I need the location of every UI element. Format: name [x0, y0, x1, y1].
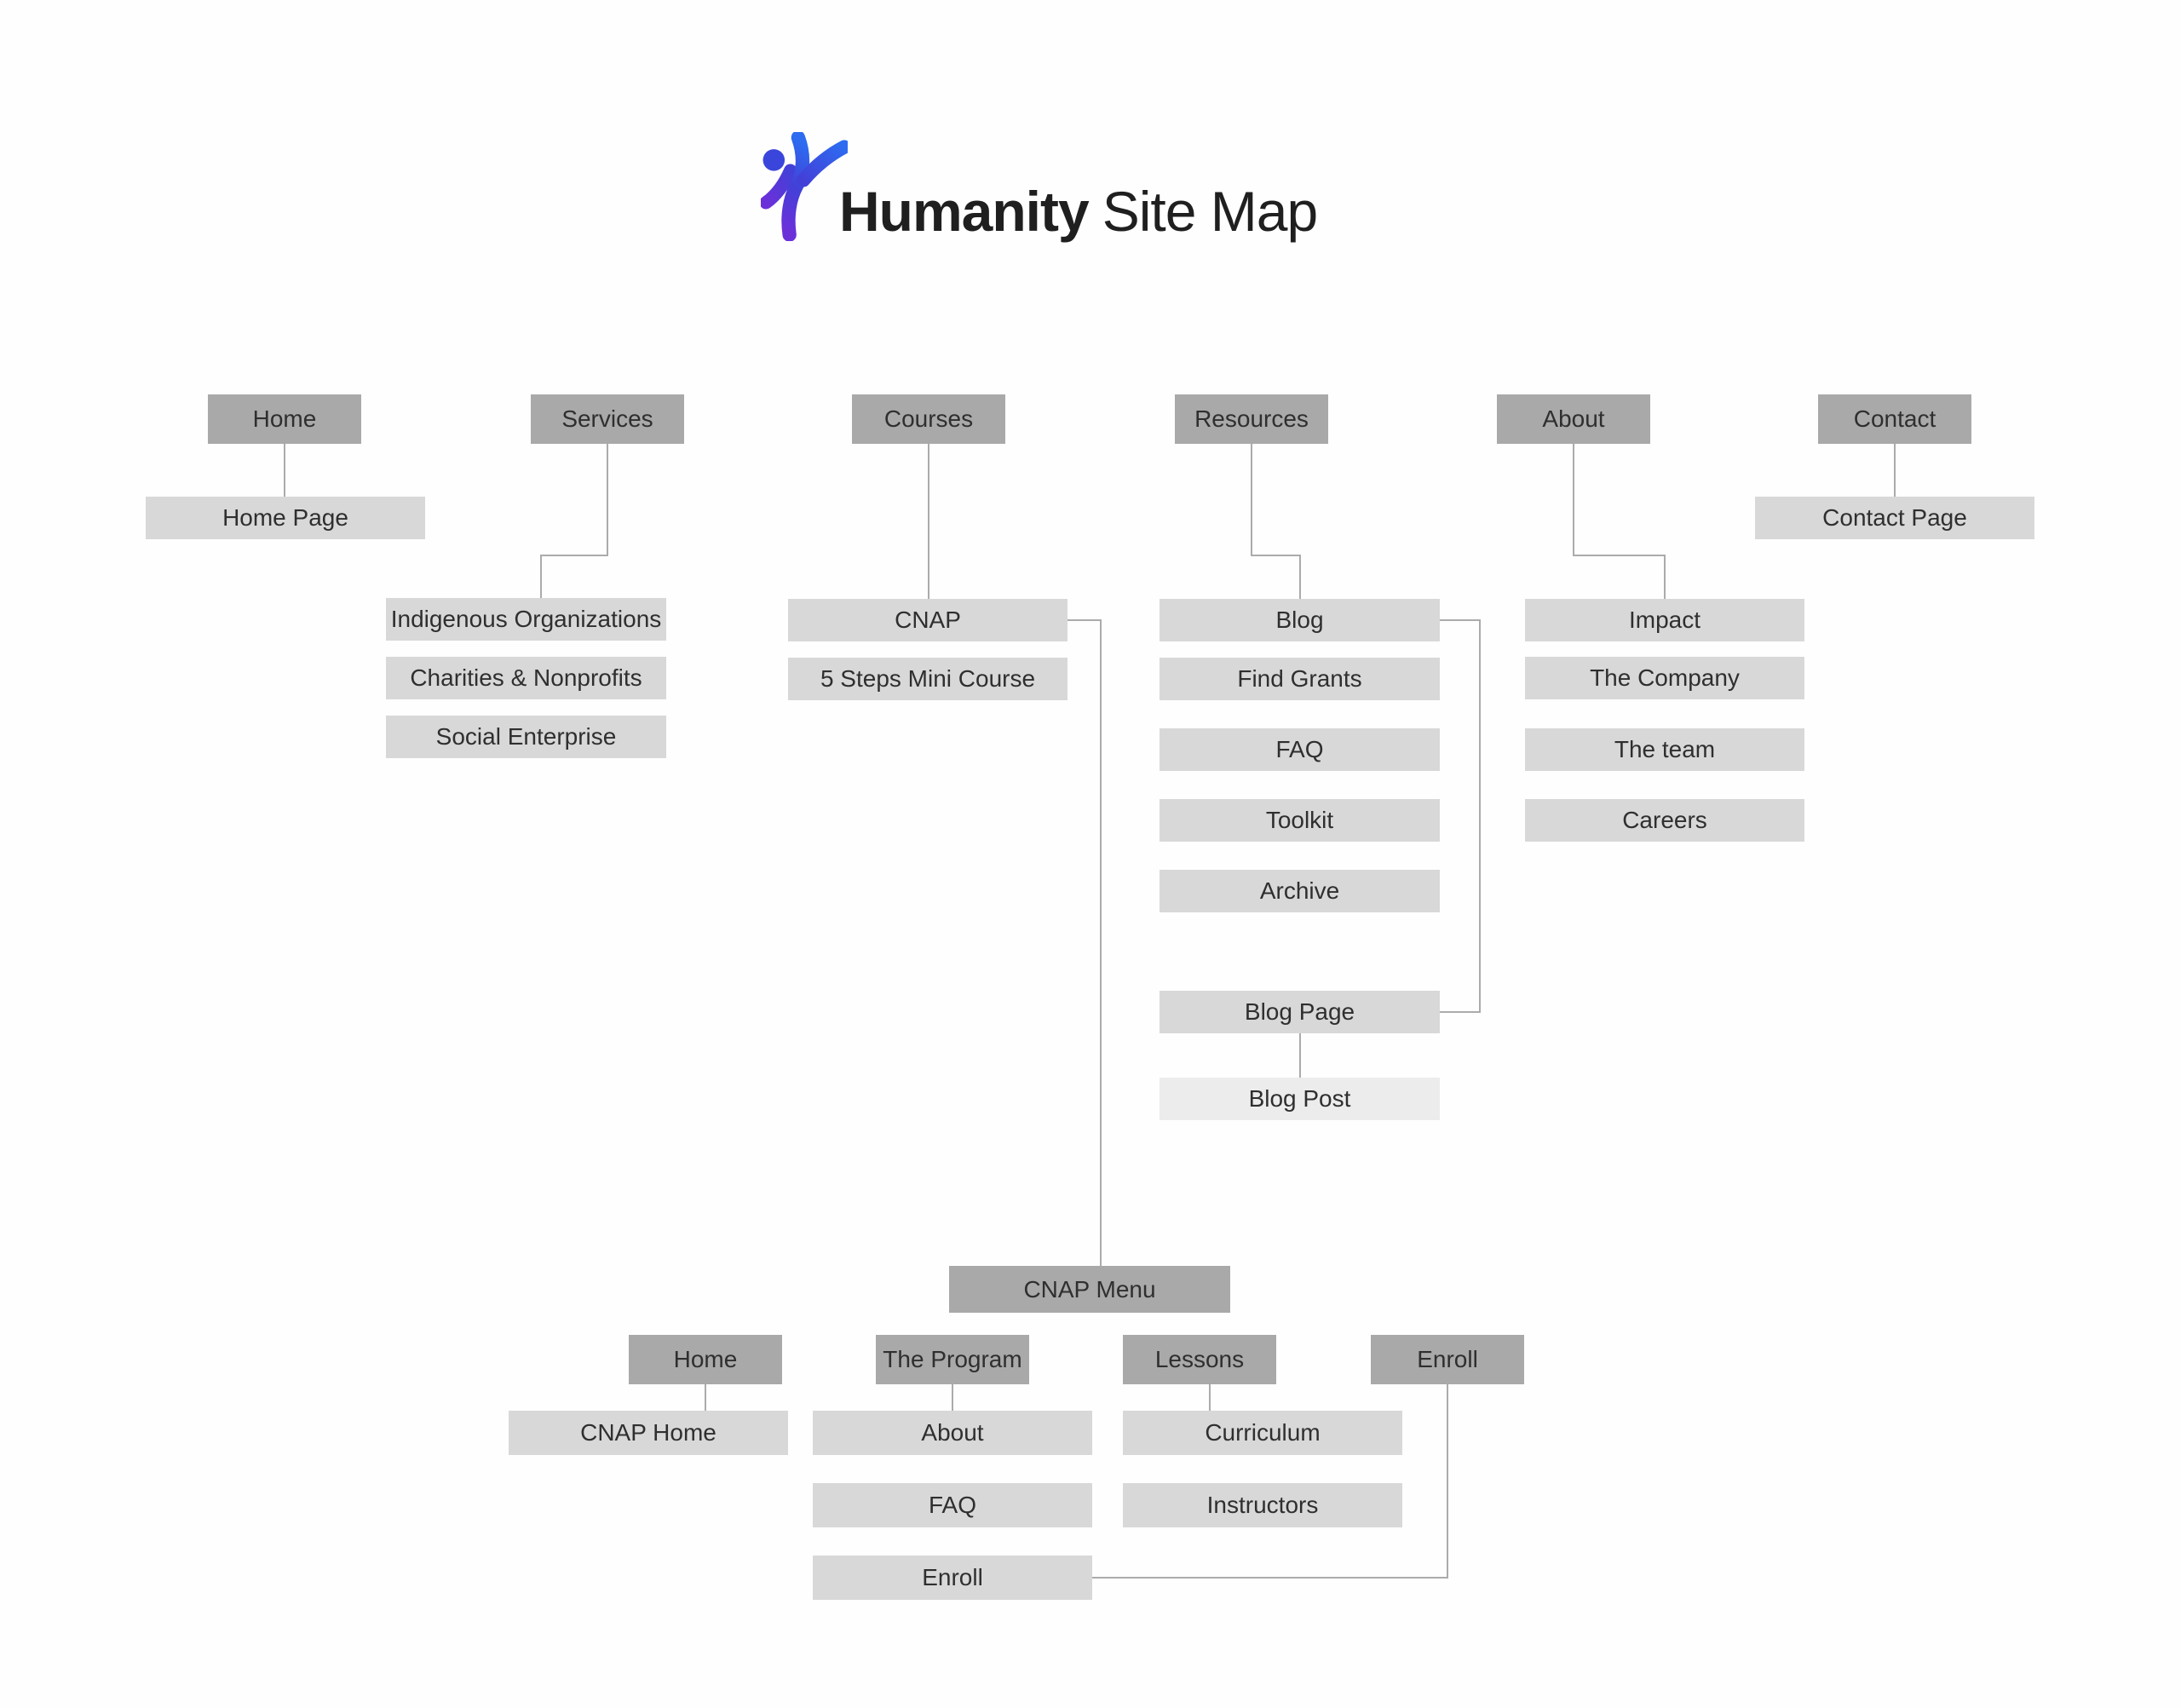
connector-cnap-cnap-menu	[1067, 619, 1102, 1266]
node-social-enterprise: Social Enterprise	[386, 716, 666, 758]
node-indigenous-organizations: Indigenous Organizations	[386, 598, 666, 641]
node-menu-enroll: Enroll	[1371, 1335, 1524, 1384]
humanity-logo	[761, 132, 848, 241]
node-five-steps-mini-course: 5 Steps Mini Course	[788, 658, 1067, 700]
page-title-brand: Humanity	[839, 180, 1090, 243]
node-blog-page: Blog Page	[1160, 991, 1440, 1033]
connector-services-indigenous	[540, 444, 608, 598]
node-about: About	[1497, 394, 1650, 444]
node-program-faq: FAQ	[813, 1483, 1092, 1527]
connector-about-impact	[1573, 444, 1666, 599]
node-instructors: Instructors	[1123, 1483, 1402, 1527]
node-impact: Impact	[1525, 599, 1804, 641]
node-blog-post: Blog Post	[1160, 1078, 1440, 1120]
node-curriculum: Curriculum	[1123, 1411, 1402, 1455]
logo-right-arm	[796, 140, 848, 187]
node-services: Services	[531, 394, 684, 444]
node-courses: Courses	[852, 394, 1005, 444]
node-blog: Blog	[1160, 599, 1440, 641]
node-find-grants: Find Grants	[1160, 658, 1440, 700]
node-menu-lessons: Lessons	[1123, 1335, 1276, 1384]
logo-torso-leg	[781, 132, 810, 241]
node-cnap-menu: CNAP Menu	[949, 1266, 1230, 1313]
node-contact-page: Contact Page	[1755, 497, 2034, 539]
node-archive: Archive	[1160, 870, 1440, 912]
node-the-team: The team	[1525, 728, 1804, 771]
node-menu-the-program: The Program	[876, 1335, 1029, 1384]
logo-head	[762, 149, 786, 171]
node-cnap: CNAP	[788, 599, 1067, 641]
node-careers: Careers	[1525, 799, 1804, 842]
page-title-suffix: Site Map	[1102, 180, 1318, 243]
logo-left-arm	[761, 164, 797, 210]
node-home-page: Home Page	[146, 497, 425, 539]
node-toolkit: Toolkit	[1160, 799, 1440, 842]
node-home: Home	[208, 394, 361, 444]
node-program-about: About	[813, 1411, 1092, 1455]
node-resources: Resources	[1175, 394, 1328, 444]
node-program-enroll: Enroll	[813, 1556, 1092, 1600]
node-charities-nonprofits: Charities & Nonprofits	[386, 657, 666, 699]
connector-resources-blog	[1251, 444, 1301, 599]
connector-blog-blog-page	[1440, 619, 1481, 1013]
node-contact: Contact	[1818, 394, 1971, 444]
node-cnap-home: CNAP Home	[509, 1411, 788, 1455]
node-menu-home: Home	[629, 1335, 782, 1384]
node-faq: FAQ	[1160, 728, 1440, 771]
node-the-company: The Company	[1525, 657, 1804, 699]
